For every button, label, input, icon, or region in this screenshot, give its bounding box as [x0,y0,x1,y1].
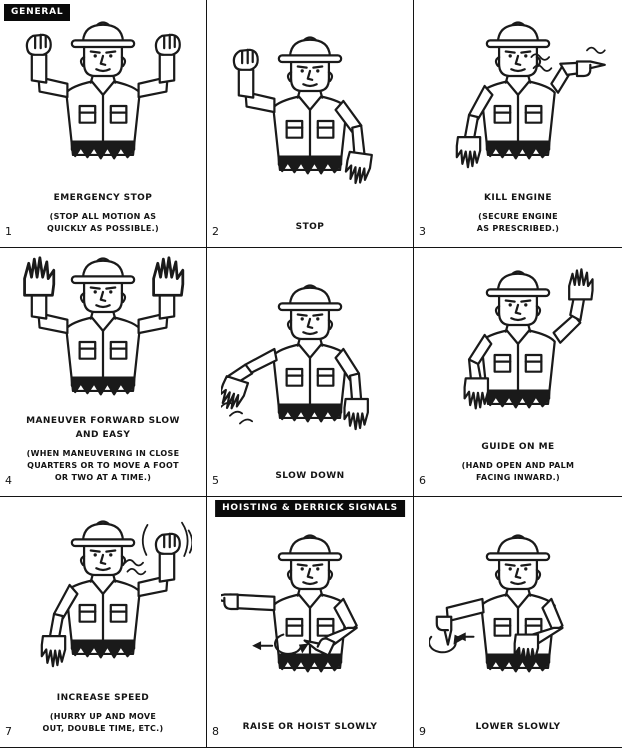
figure-lower-slowly [414,497,622,721]
signal-title: LOWER SLOWLY [475,722,561,733]
signal-illustration [23,255,185,395]
signal-cell-8: HOISTING & DERRICK SIGNALS RAISE OR [207,497,414,747]
signal-cell-9: LOWER SLOWLY 9 [414,497,622,747]
signal-illustration [232,35,373,186]
signal-subtitle: (WHEN MANEUVERING IN CLOSE QUARTERS OR T… [26,449,180,482]
signal-title: MANEUVER FORWARD SLOW AND EASY [26,416,180,441]
cell-number: 4 [5,474,12,487]
signal-subtitle: (STOP ALL MOTION AS QUICKLY AS POSSIBLE.… [47,212,159,233]
signal-illustration [25,21,181,160]
cell-number: 1 [5,225,12,238]
signal-title: EMERGENCY STOP [53,193,153,204]
figure-raise-hoist-slowly [207,497,413,721]
section-label-general: GENERAL [4,4,71,21]
cell-number: 3 [419,225,426,238]
signal-illustration [221,284,369,431]
signal-cell-2: STOP 2 [207,0,414,248]
signal-illustration [463,267,594,410]
signal-cell-6: GUIDE ON ME (HAND OPEN AND PALM FACING I… [414,248,622,497]
signal-subtitle: (HAND OPEN AND PALM FACING INWARD.) [461,461,575,482]
signal-subtitle: (SECURE ENGINE AS PRESCRIBED.) [476,212,560,233]
cell-number: 2 [212,225,219,238]
signal-cell-4: MANEUVER FORWARD SLOW AND EASY (WHEN MAN… [0,248,207,497]
signal-illustration [221,534,358,673]
signal-cell-7: INCREASE SPEED (HURRY UP AND MOVE OUT, D… [0,497,207,747]
section-label-hoisting: HOISTING & DERRICK SIGNALS [215,500,405,517]
cell-number: 7 [5,725,12,738]
figure-kill-engine [414,0,622,192]
signal-title: KILL ENGINE [484,193,552,204]
signal-illustration [40,519,192,667]
signal-subtitle: (HURRY UP AND MOVE OUT, DOUBLE TIME, ETC… [42,712,164,733]
cell-number: 6 [419,474,426,487]
figure-guide-on-me [414,248,622,441]
cell-number: 9 [419,725,426,738]
signal-title: INCREASE SPEED [56,693,150,704]
figure-stop [207,0,413,221]
signal-title: GUIDE ON ME [481,442,555,453]
signal-illustration [455,21,606,169]
signal-illustration [429,534,564,673]
signal-title: SLOW DOWN [275,471,345,482]
cell-number: 8 [212,725,219,738]
signal-cell-3: KILL ENGINE (SECURE ENGINE AS PRESCRIBED… [414,0,622,248]
figure-emergency-stop [0,0,206,192]
figure-maneuver-forward-slow [0,248,206,415]
cell-number: 5 [212,474,219,487]
signal-cell-5: SLOW DOWN 5 [207,248,414,497]
signal-title: STOP [295,222,325,233]
figure-slow-down [207,248,413,470]
figure-increase-speed [0,497,206,692]
signal-cell-1: GENERAL EMERGENCY STOP (STOP ALL MOTION … [0,0,207,248]
signal-title: RAISE OR HOIST SLOWLY [242,722,378,733]
